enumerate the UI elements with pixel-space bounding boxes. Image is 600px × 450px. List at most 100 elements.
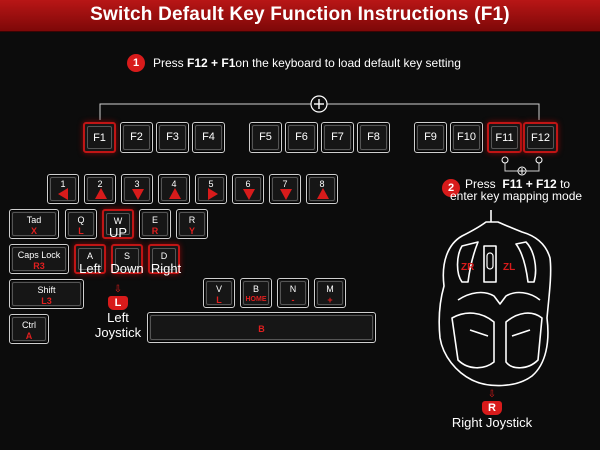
key-r-label: R <box>188 215 196 225</box>
key-6-label: 6 <box>245 179 251 189</box>
key-m[interactable]: M + <box>314 278 346 308</box>
page-title: Switch Default Key Function Instructions… <box>90 4 510 25</box>
key-f3[interactable]: F3 <box>156 122 189 153</box>
key-n-sub: - <box>291 295 295 305</box>
key-6[interactable]: 6 <box>232 174 264 204</box>
step-2-line2: enter key mapping mode <box>450 189 583 203</box>
key-d[interactable]: D <box>148 244 180 274</box>
s-key-caption: Down <box>110 261 144 276</box>
title-bar: Switch Default Key Function Instructions… <box>0 0 600 32</box>
key-f4-label: F4 <box>202 131 215 143</box>
key-f11[interactable]: F11 <box>487 122 522 153</box>
key-v-label: V <box>215 284 222 294</box>
key-space-sub: B <box>258 324 265 334</box>
key-f7-label: F7 <box>331 131 344 143</box>
arrow-down-right-icon <box>243 189 255 200</box>
key-8[interactable]: 8 <box>306 174 338 204</box>
key-q[interactable]: Q L <box>65 209 97 239</box>
key-b-sub: HOME <box>245 296 267 303</box>
key-5[interactable]: 5 <box>195 174 227 204</box>
d-key-caption: Right <box>150 261 182 276</box>
step-2-pre: Press <box>465 177 500 191</box>
key-a-label: A <box>86 251 93 261</box>
key-m-label: M <box>326 284 334 294</box>
arrow-down-small-icon: ⇩ <box>113 284 123 295</box>
key-r-sub: Y <box>188 226 195 236</box>
arrow-up-left-icon <box>317 188 329 199</box>
key-s[interactable]: S <box>111 244 143 274</box>
key-caps-lock[interactable]: Caps Lock R3 <box>9 244 69 274</box>
key-f6[interactable]: F6 <box>285 122 318 153</box>
step-1-pre: Press <box>153 56 184 70</box>
w-key-caption: UP <box>108 225 128 240</box>
step-1-post: on the keyboard to load default key sett… <box>235 56 461 70</box>
right-joystick-badge: R <box>482 401 502 415</box>
key-3-label: 3 <box>134 179 140 189</box>
key-f1[interactable]: F1 <box>83 122 116 153</box>
key-f12[interactable]: F12 <box>523 122 558 153</box>
key-f8[interactable]: F8 <box>357 122 390 153</box>
key-f5-label: F5 <box>259 131 272 143</box>
key-f1-label: F1 <box>93 132 106 144</box>
key-tab[interactable]: Tad X <box>9 209 59 239</box>
key-2[interactable]: 2 <box>84 174 116 204</box>
left-joystick-label: ⇩ L Left Joystick <box>88 284 148 341</box>
key-4-label: 4 <box>171 179 177 189</box>
key-f7[interactable]: F7 <box>321 122 354 153</box>
key-f8-label: F8 <box>367 131 380 143</box>
key-v-sub: L <box>216 295 222 305</box>
key-f9[interactable]: F9 <box>414 122 447 153</box>
key-1[interactable]: 1 <box>47 174 79 204</box>
key-5-label: 5 <box>208 179 214 189</box>
key-f10-label: F10 <box>457 131 476 143</box>
key-f9-label: F9 <box>424 131 437 143</box>
key-space[interactable]: B <box>147 312 376 343</box>
arrow-down-icon <box>132 189 144 200</box>
key-ctrl-sub: A <box>25 331 33 341</box>
key-b[interactable]: B HOME <box>240 278 272 308</box>
key-caps-lock-label: Caps Lock <box>17 250 61 260</box>
key-shift-label: Shift <box>37 285 56 295</box>
right-joystick-text: Right Joystick <box>451 415 533 430</box>
mouse-zl-label: ZL <box>503 262 516 273</box>
key-s-label: S <box>123 251 130 261</box>
key-f6-label: F6 <box>295 131 308 143</box>
key-7[interactable]: 7 <box>269 174 301 204</box>
key-4[interactable]: 4 <box>158 174 190 204</box>
key-f10[interactable]: F10 <box>450 122 483 153</box>
key-f2-label: F2 <box>130 131 143 143</box>
key-n[interactable]: N - <box>277 278 309 308</box>
key-f4[interactable]: F4 <box>192 122 225 153</box>
key-a[interactable]: A <box>74 244 106 274</box>
key-q-label: Q <box>77 215 85 225</box>
step-2-keys: F11 + F12 <box>502 177 557 191</box>
key-shift[interactable]: Shift L3 <box>9 279 84 309</box>
key-f3-label: F3 <box>166 131 179 143</box>
key-n-label: N <box>289 284 297 294</box>
key-2-label: 2 <box>97 179 103 189</box>
step-2-number: 2 <box>442 179 460 197</box>
key-7-label: 7 <box>282 179 288 189</box>
key-f5[interactable]: F5 <box>249 122 282 153</box>
key-w[interactable]: W <box>102 209 134 239</box>
key-e[interactable]: E R <box>139 209 171 239</box>
key-tab-sub: X <box>30 226 37 236</box>
key-ctrl[interactable]: Ctrl A <box>9 314 49 344</box>
arrow-down-small-icon-2: ⇩ <box>487 389 497 400</box>
step-2-post: to <box>556 177 571 191</box>
key-3[interactable]: 3 <box>121 174 153 204</box>
key-e-label: E <box>151 215 158 225</box>
arrow-down-left-icon <box>280 189 292 200</box>
arrow-left-icon <box>58 188 68 200</box>
key-f2[interactable]: F2 <box>120 122 153 153</box>
step-1-keys: F12 + F1 <box>187 56 236 70</box>
key-tab-label: Tad <box>26 215 42 225</box>
key-r[interactable]: R Y <box>176 209 208 239</box>
key-1-label: 1 <box>60 179 66 189</box>
left-joystick-line1: Left <box>107 310 129 325</box>
left-joystick-badge: L <box>108 296 128 310</box>
left-joystick-line2: Joystick <box>94 325 142 340</box>
key-d-label: D <box>160 251 168 261</box>
key-v[interactable]: V L <box>203 278 235 308</box>
